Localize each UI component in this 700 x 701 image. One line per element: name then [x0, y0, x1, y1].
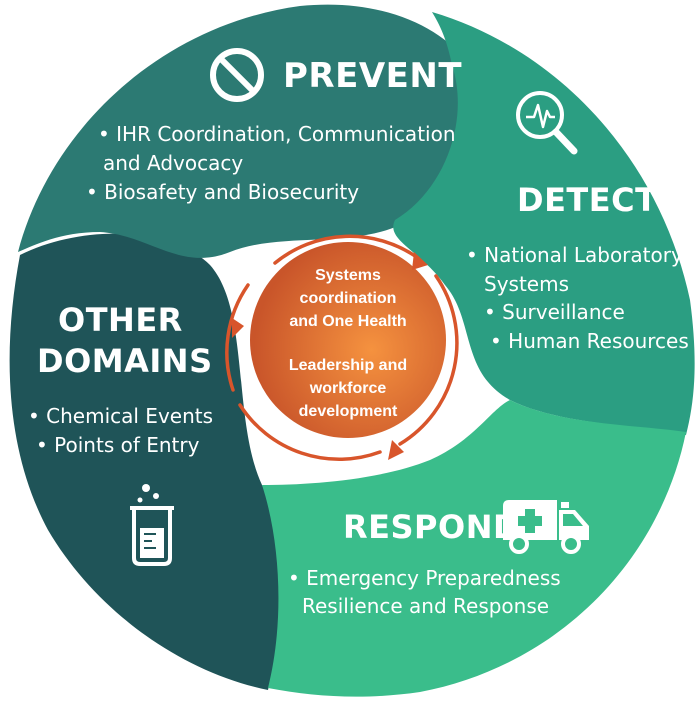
segment-respond [262, 400, 686, 697]
detect-bullet-2: • Surveillance [484, 300, 625, 324]
cycle-arrows [225, 234, 459, 461]
center-line-3: and One Health [289, 313, 407, 330]
detect-bullet-1: • National Laboratory [466, 243, 683, 267]
center-circle [250, 242, 446, 438]
center-line-5: workforce [309, 380, 387, 397]
respond-bullet-1-cont: Resilience and Response [302, 594, 550, 618]
other-title-line2: DOMAINS [37, 342, 213, 380]
respond-bullet-1: • Emergency Preparedness [288, 566, 561, 590]
arrow-heads [232, 252, 428, 460]
center-line-2: coordination [299, 290, 397, 307]
prevent-bullet-1-cont: and Advocacy [103, 151, 244, 175]
center-text-block-2: Leadership and workforce development [268, 354, 428, 423]
prohibition-icon [210, 48, 264, 102]
magnifier-pulse-icon [516, 91, 578, 155]
prevent-title: PREVENT [283, 56, 463, 96]
center-line-4: Leadership and [288, 357, 408, 374]
center-line-6: development [298, 403, 398, 420]
segment-prevent [18, 4, 472, 258]
other-bullet-1: • Chemical Events [28, 404, 214, 428]
center-text-block-1: Systems coordination and One Health [268, 264, 428, 333]
detect-bullet-3: • Human Resources [490, 329, 689, 353]
ambulance-icon [503, 500, 589, 554]
respond-title: RESPOND [343, 508, 521, 546]
detect-bullet-1-cont: Systems [484, 272, 569, 296]
prevent-bullet-1: • IHR Coordination, Communication [98, 122, 456, 146]
detect-title: DETECT [517, 181, 658, 219]
beaker-icon [130, 484, 174, 566]
center-line-1: Systems [315, 267, 381, 284]
segment-detect [393, 12, 695, 435]
prevent-bullet-2: • Biosafety and Biosecurity [86, 180, 360, 204]
other-title-line1: OTHER [58, 301, 183, 339]
other-bullet-2: • Points of Entry [36, 433, 200, 457]
segment-other-domains [9, 233, 282, 691]
